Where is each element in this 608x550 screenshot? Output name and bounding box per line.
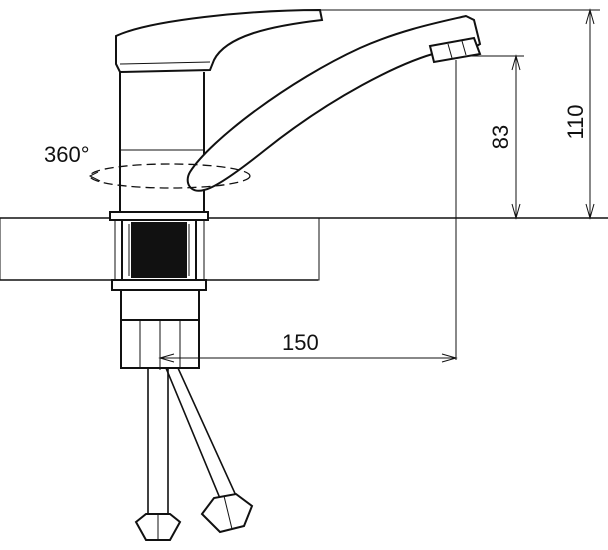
supply-hoses [134, 367, 254, 541]
rotation-arrow [88, 171, 101, 182]
countertop [0, 217, 608, 281]
shank-thread [131, 222, 187, 278]
under-plate [111, 279, 207, 291]
rotation-label: 360° [44, 142, 90, 167]
faucet-column [119, 72, 205, 213]
faucet-body [115, 8, 482, 213]
countertop-right-section [203, 217, 320, 281]
shank-flange [109, 211, 209, 221]
under-counter-fittings [111, 279, 207, 369]
mounting-shank [109, 211, 209, 281]
faucet-handle [115, 8, 324, 74]
rotation-ellipse [89, 163, 251, 189]
lock-nut [120, 289, 200, 321]
hose-right [164, 367, 240, 510]
rotation-indicator: 360° [44, 142, 251, 189]
hose-left [147, 367, 169, 519]
reach-label: 150 [282, 330, 319, 355]
countertop-left-section [0, 217, 116, 281]
dimension-83: 83 [466, 54, 524, 220]
height-total-label: 110 [563, 104, 588, 139]
height-spout-label: 83 [488, 125, 513, 149]
hose-right-nut [200, 492, 254, 534]
dimension-150: 150 [158, 60, 458, 370]
dimension-110: 110 [320, 8, 600, 220]
